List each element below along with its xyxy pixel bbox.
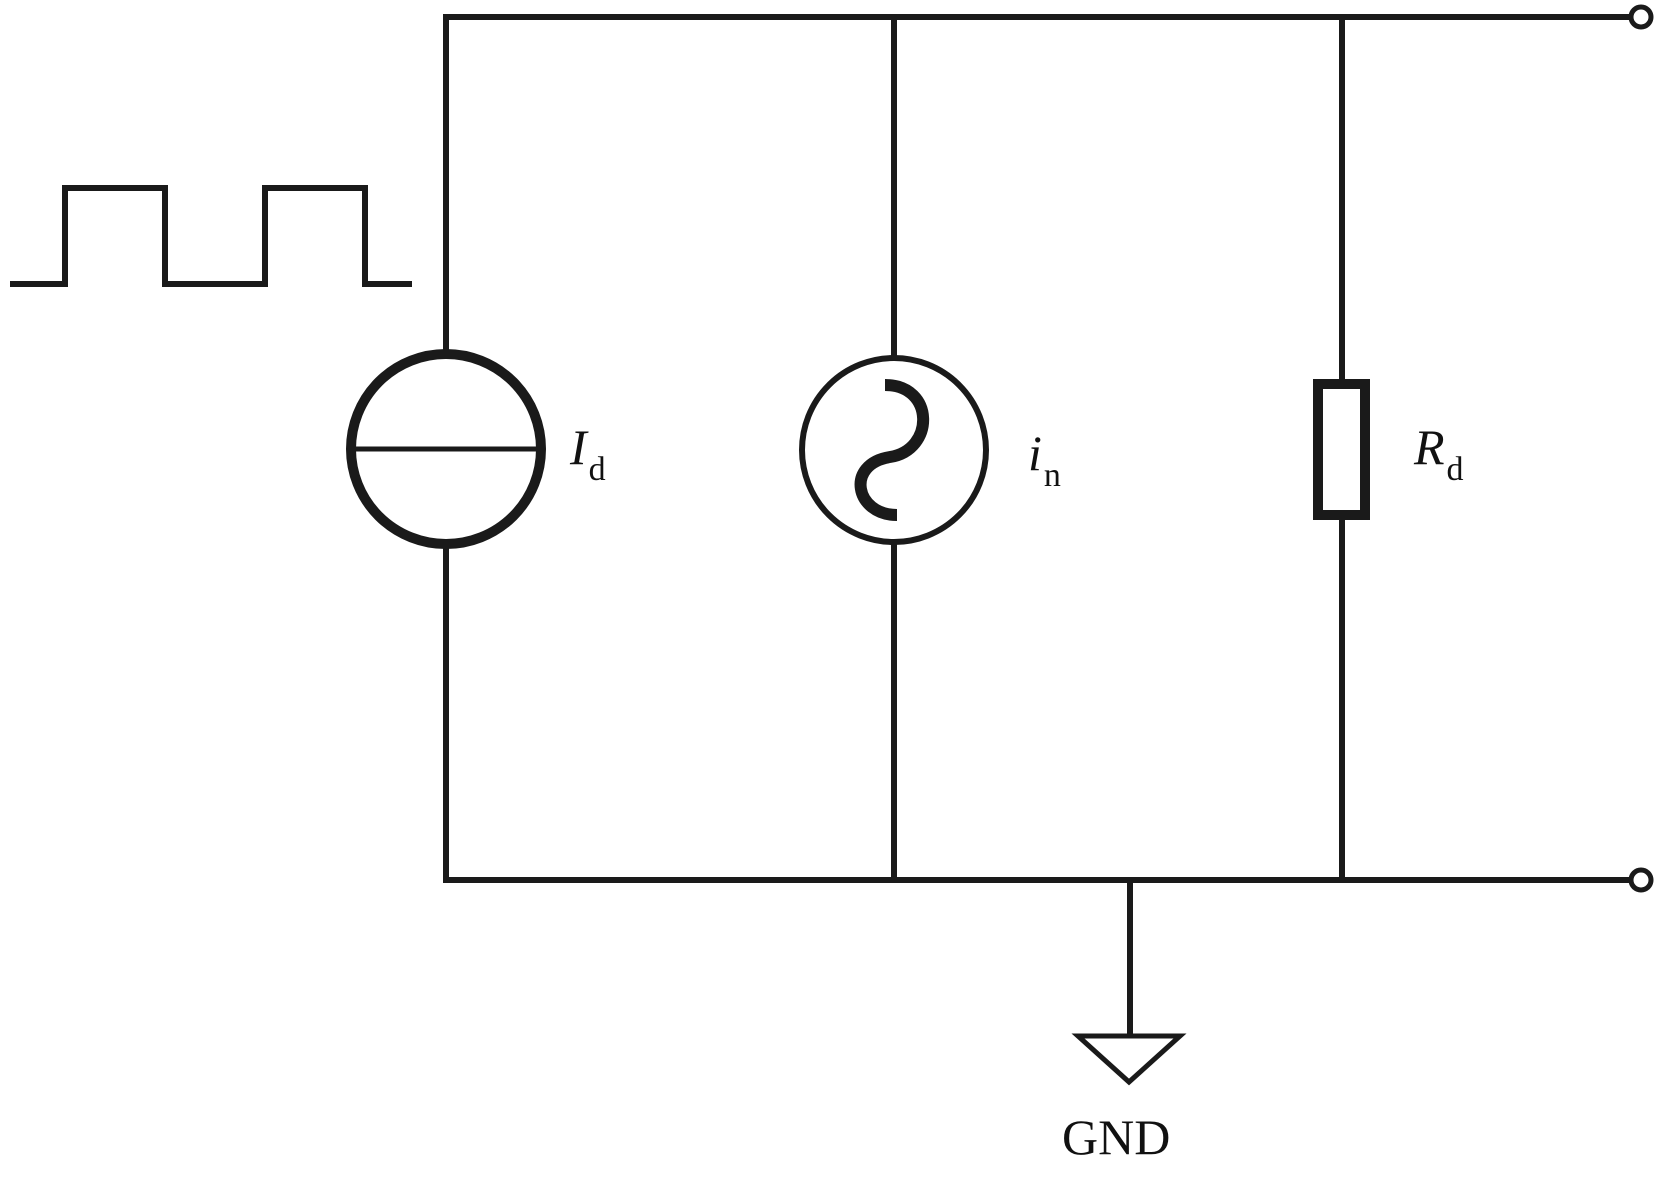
output-terminal-icon (1628, 4, 1654, 30)
resistor-icon (1313, 379, 1370, 520)
current-source-subscript: d (588, 451, 606, 488)
noise-source-label: in (1028, 424, 1061, 494)
ac-noise-source-icon (799, 355, 989, 545)
noise-source-subscript: n (1043, 457, 1061, 494)
output-terminal-icon (1628, 867, 1654, 893)
resistor-label: Rd (1414, 418, 1464, 488)
current-source-label: Id (570, 418, 606, 488)
square-wave-icon (10, 185, 412, 287)
current-source-symbol: I (570, 419, 587, 475)
noise-source-symbol: i (1028, 425, 1042, 481)
current-source-icon (346, 349, 546, 549)
ground-icon (1071, 1033, 1187, 1086)
ground-label: GND (1062, 1109, 1171, 1165)
resistor-symbol: R (1414, 419, 1445, 475)
resistor-subscript: d (1446, 451, 1464, 488)
